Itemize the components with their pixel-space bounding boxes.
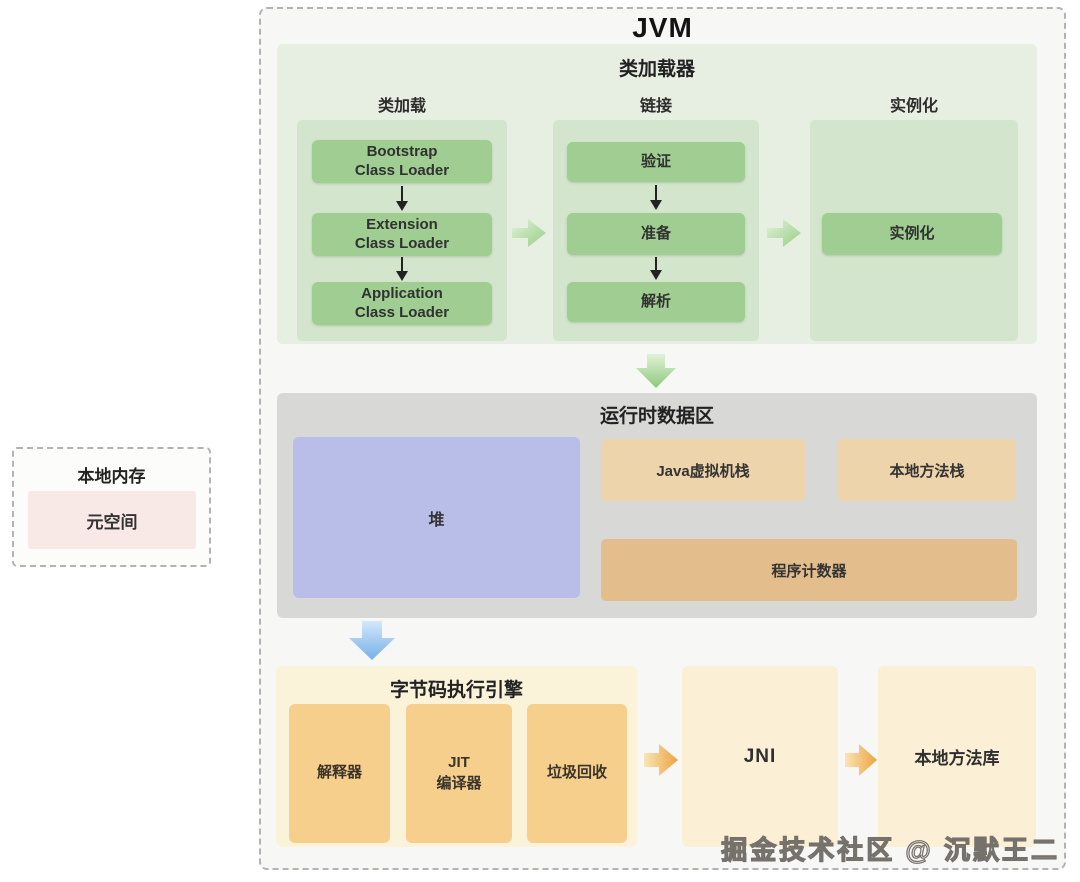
heap-box: 堆	[293, 437, 580, 598]
garbage-collection-box: 垃圾回收	[527, 704, 627, 843]
instantiate-box: 实例化	[822, 213, 1002, 255]
application-class-loader-box: Application Class Loader	[312, 282, 492, 325]
flow-arrow-right-orange-icon	[644, 744, 678, 776]
column-header-instantiation: 实例化	[889, 98, 938, 115]
arrow-down-icon	[650, 257, 662, 280]
execution-engine-title: 字节码执行引擎	[389, 680, 523, 701]
watermark: 掘金技术社区 @ 沉默王二	[721, 834, 1060, 865]
native-method-library-box: 本地方法库	[878, 666, 1036, 847]
program-counter-box: 程序计数器	[601, 539, 1017, 601]
jit-compiler-box: JIT 编译器	[406, 704, 512, 843]
flow-arrow-down-green-icon	[636, 354, 676, 388]
arrow-down-icon	[396, 257, 408, 281]
native-method-stack-box: 本地方法栈	[838, 439, 1016, 501]
column-header-loading: 类加载	[377, 98, 426, 115]
prepare-box: 准备	[567, 213, 745, 255]
bootstrap-class-loader-box: Bootstrap Class Loader	[312, 140, 492, 183]
metaspace-box: 元空间	[28, 491, 196, 549]
flow-arrow-down-blue-icon	[349, 621, 395, 660]
arrow-down-icon	[650, 185, 662, 210]
flow-arrow-right-orange-icon	[845, 744, 877, 776]
jvm-title: JVM	[632, 12, 693, 43]
runtime-data-area-title: 运行时数据区	[599, 406, 714, 427]
native-memory-title: 本地内存	[77, 467, 146, 486]
jni-box: JNI	[682, 666, 838, 847]
verify-box: 验证	[567, 142, 745, 182]
resolve-box: 解析	[567, 282, 745, 322]
column-header-linking: 链接	[639, 98, 672, 115]
flow-arrow-right-green-icon	[767, 219, 801, 247]
arrow-down-icon	[396, 186, 408, 211]
interpreter-box: 解释器	[289, 704, 390, 843]
flow-arrow-right-green-icon	[512, 219, 546, 247]
class-loader-title: 类加载器	[618, 59, 695, 80]
extension-class-loader-box: Extension Class Loader	[312, 213, 492, 256]
jvm-stack-box: Java虚拟机栈	[601, 439, 805, 501]
